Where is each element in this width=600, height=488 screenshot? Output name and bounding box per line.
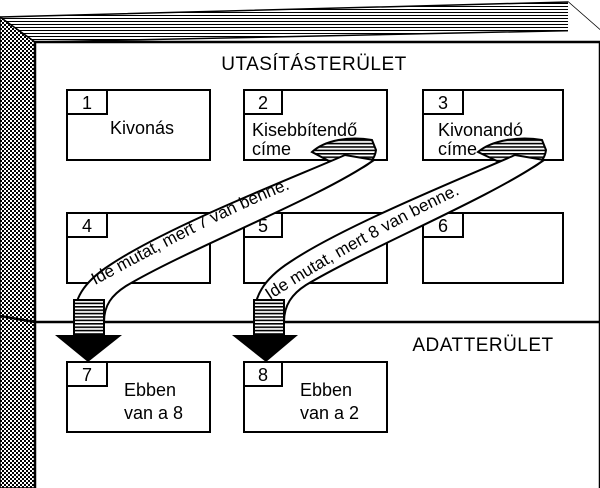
cell-content: Kivonás — [110, 118, 174, 138]
data-area-title: ADATTERÜLET — [412, 335, 553, 356]
cell-number: 7 — [82, 365, 92, 385]
instruction-cell-6: 6 — [422, 212, 564, 284]
arrow-shaft — [73, 299, 105, 336]
cell-content: Ebben — [124, 380, 176, 400]
instruction-area-title: UTASÍTÁSTERÜLET — [221, 54, 407, 75]
cell-number: 4 — [82, 216, 92, 236]
cell-content: Kivonandó — [438, 120, 523, 140]
cell-number: 2 — [258, 93, 268, 113]
area-divider — [0, 314, 36, 324]
cell-number: 8 — [258, 365, 268, 385]
block-top-face — [0, 1, 600, 43]
cell-content-line2: címe — [438, 139, 477, 159]
data-cell-7: 7 Ebben van a 8 — [66, 361, 211, 433]
cell-content-line2: van a 8 — [124, 403, 183, 423]
arrow-head — [55, 335, 122, 362]
data-cell-8: 8 Ebben van a 2 — [243, 361, 388, 433]
cell-number: 1 — [82, 93, 92, 113]
block-left-face — [0, 16, 36, 488]
cell-content-line2: címe — [252, 139, 291, 159]
arrow-shaft — [253, 299, 285, 336]
cell-content: Kisebbítendő — [252, 120, 357, 140]
arrow-head — [232, 335, 298, 362]
instruction-cell-1: 1 Kivonás — [66, 89, 211, 161]
instruction-cell-3: 3 Kivonandó címe — [422, 89, 564, 161]
cell-content: Ebben — [300, 380, 352, 400]
cell-number: 5 — [258, 216, 268, 236]
cell-number: 3 — [438, 93, 448, 113]
cell-content-line2: van a 2 — [300, 403, 359, 423]
cell-number: 6 — [438, 216, 448, 236]
